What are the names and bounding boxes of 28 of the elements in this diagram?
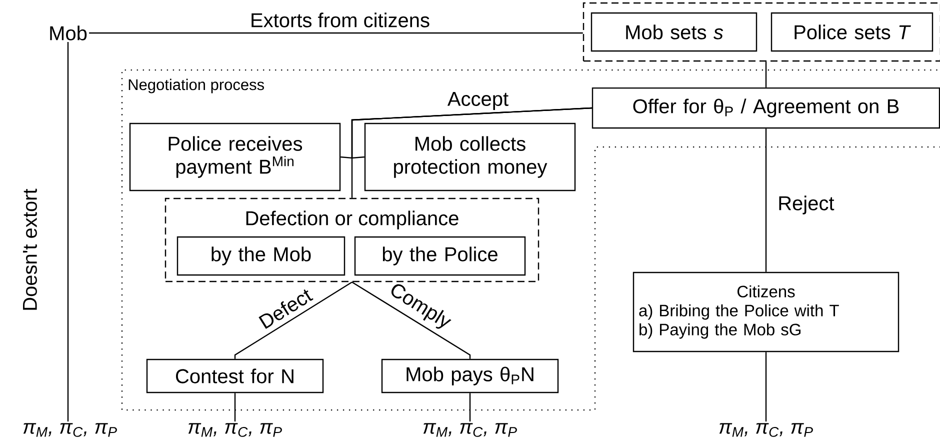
payoff-label: π$_{M}$, π$_{C}$, π$_{P}$ bbox=[719, 423, 813, 437]
process-box: Mob pays θ$_{P}$N bbox=[381, 358, 559, 394]
connector-line bbox=[765, 352, 767, 422]
edge-label: Accept bbox=[447, 92, 508, 110]
player-label: Mob bbox=[50, 26, 87, 40]
payoff-label: π$_{M}$, π$_{C}$, π$_{P}$ bbox=[188, 423, 282, 437]
payoff-label: π$_{M}$, π$_{C}$, π$_{P}$ bbox=[23, 423, 117, 437]
connector-line bbox=[234, 393, 236, 422]
process-box: Offer for θ$_{P}$ / Agreement on B bbox=[592, 87, 940, 129]
process-box: Mob collects protection money bbox=[364, 122, 576, 192]
payoff-label: π$_{M}$, π$_{C}$, π$_{P}$ bbox=[423, 423, 517, 437]
process-box: by the Mob bbox=[176, 236, 346, 276]
process-box: Police sets T bbox=[770, 12, 934, 52]
connector-line bbox=[352, 282, 471, 359]
connector-line bbox=[67, 42, 69, 422]
group-box bbox=[582, 2, 940, 62]
edge-label: Extorts from citizens bbox=[252, 12, 430, 28]
connector-line bbox=[234, 282, 352, 359]
process-box: Police receives payment B$^{Min}$ bbox=[129, 122, 341, 192]
process-box: by the Police bbox=[354, 236, 526, 276]
connector-line bbox=[765, 128, 767, 272]
connector-line bbox=[765, 62, 767, 88]
edge-label: Doesn't extort bbox=[23, 188, 37, 310]
edge-label: Reject bbox=[779, 196, 834, 214]
connector-line bbox=[469, 393, 471, 422]
process-box: Mob sets s bbox=[590, 12, 758, 52]
process-box: Contest for N bbox=[146, 358, 324, 394]
connector-line bbox=[89, 32, 583, 34]
